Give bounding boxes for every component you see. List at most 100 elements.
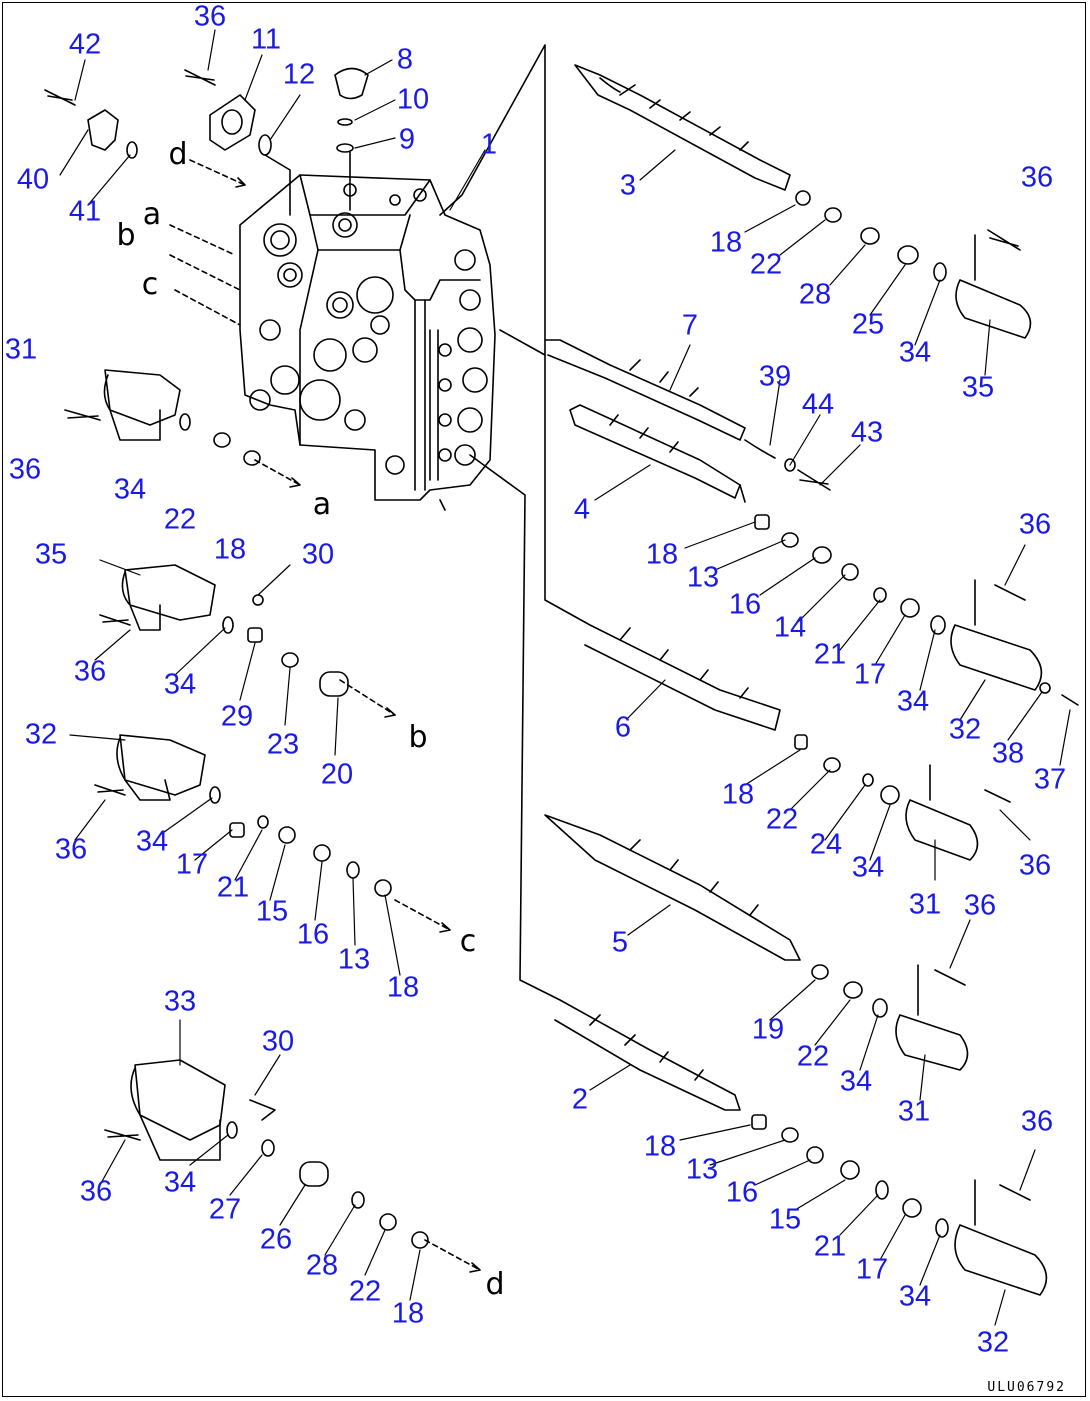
- callout-42: 42: [68, 28, 102, 61]
- callout-44: 44: [801, 388, 835, 421]
- callout-5: 5: [611, 926, 629, 959]
- callout-17: 17: [855, 1253, 889, 1286]
- flow-label-b: b: [408, 720, 428, 755]
- callout-16: 16: [296, 918, 330, 951]
- callout-18: 18: [645, 538, 679, 571]
- spool-7: [544, 339, 831, 491]
- callout-22: 22: [749, 248, 783, 281]
- callout-18: 18: [213, 533, 247, 566]
- callout-9: 9: [398, 123, 416, 156]
- callout-27: 27: [208, 1193, 242, 1226]
- callout-35: 35: [34, 538, 68, 571]
- callout-22: 22: [163, 503, 197, 536]
- callout-16: 16: [728, 588, 762, 621]
- callout-34: 34: [896, 685, 930, 718]
- callout-34: 34: [113, 473, 147, 506]
- callout-13: 13: [337, 943, 371, 976]
- callout-39: 39: [758, 360, 792, 393]
- callout-25: 25: [851, 308, 885, 341]
- callout-36: 36: [193, 0, 227, 33]
- callout-20: 20: [320, 758, 354, 791]
- callout-10: 10: [396, 83, 430, 116]
- callout-4: 4: [573, 493, 591, 526]
- flow-label-d: d: [168, 137, 188, 172]
- callout-41: 41: [68, 195, 102, 228]
- callout-34: 34: [839, 1065, 873, 1098]
- callout-29: 29: [220, 700, 254, 733]
- callout-14: 14: [773, 611, 807, 644]
- callout-36: 36: [1018, 508, 1052, 541]
- callout-34: 34: [898, 1280, 932, 1313]
- callout-31: 31: [4, 333, 38, 366]
- callout-37: 37: [1033, 763, 1067, 796]
- callout-15: 15: [255, 895, 289, 928]
- flow-label-b: b: [116, 218, 136, 253]
- callout-1: 1: [480, 128, 498, 161]
- callout-36: 36: [54, 833, 88, 866]
- callout-30: 30: [301, 538, 335, 571]
- spool-2: [469, 454, 1048, 1296]
- callout-35: 35: [961, 371, 995, 404]
- valve-body: [239, 174, 496, 511]
- callout-38: 38: [991, 737, 1025, 770]
- spool-6: [544, 354, 1011, 861]
- spool-4: [569, 404, 1079, 706]
- flow-label-c: c: [141, 267, 159, 302]
- leader-lines: [59, 29, 1071, 1326]
- callout-24: 24: [809, 828, 843, 861]
- callout-26: 26: [259, 1223, 293, 1256]
- callout-15: 15: [768, 1203, 802, 1236]
- callout-18: 18: [386, 971, 420, 1004]
- callout-18: 18: [643, 1130, 677, 1163]
- callout-33: 33: [163, 985, 197, 1018]
- callout-8: 8: [396, 43, 414, 76]
- callout-28: 28: [798, 278, 832, 311]
- callout-36: 36: [963, 889, 997, 922]
- callout-12: 12: [282, 58, 316, 91]
- callout-34: 34: [163, 1166, 197, 1199]
- callout-34: 34: [898, 336, 932, 369]
- callout-32: 32: [948, 713, 982, 746]
- callout-7: 7: [681, 309, 699, 342]
- callout-11: 11: [250, 23, 282, 56]
- flow-arrows: [169, 159, 481, 1273]
- callout-31: 31: [897, 1095, 931, 1128]
- flow-label-d: d: [485, 1267, 505, 1302]
- callout-40: 40: [16, 163, 50, 196]
- callout-28: 28: [305, 1249, 339, 1282]
- flow-label-a: a: [312, 487, 332, 522]
- callout-3: 3: [619, 169, 637, 202]
- callout-36: 36: [79, 1175, 113, 1208]
- callout-31: 31: [908, 888, 942, 921]
- left-side-parts: [64, 369, 429, 1249]
- callout-17: 17: [853, 658, 887, 691]
- callout-2: 2: [571, 1083, 589, 1116]
- callout-21: 21: [813, 638, 847, 671]
- drawing-code: ULU06792: [987, 1380, 1066, 1395]
- callout-6: 6: [614, 711, 632, 744]
- callout-18: 18: [721, 778, 755, 811]
- callout-23: 23: [266, 728, 300, 761]
- callout-16: 16: [725, 1176, 759, 1209]
- spool-3: [574, 64, 1032, 339]
- callout-34: 34: [851, 851, 885, 884]
- top-parts: [44, 44, 546, 356]
- callout-13: 13: [685, 1153, 719, 1186]
- callout-36: 36: [1020, 161, 1054, 194]
- callout-36: 36: [1020, 1105, 1054, 1138]
- flow-label-c: c: [459, 924, 477, 959]
- callout-32: 32: [976, 1326, 1010, 1359]
- callout-36: 36: [73, 655, 107, 688]
- callout-22: 22: [348, 1275, 382, 1308]
- spool-5: [544, 814, 969, 1071]
- flow-label-a: a: [142, 197, 162, 232]
- callout-13: 13: [686, 561, 720, 594]
- callout-30: 30: [261, 1025, 295, 1058]
- callout-22: 22: [765, 803, 799, 836]
- callout-17: 17: [175, 848, 209, 881]
- callout-18: 18: [391, 1297, 425, 1330]
- callout-34: 34: [135, 825, 169, 858]
- callout-21: 21: [216, 871, 250, 904]
